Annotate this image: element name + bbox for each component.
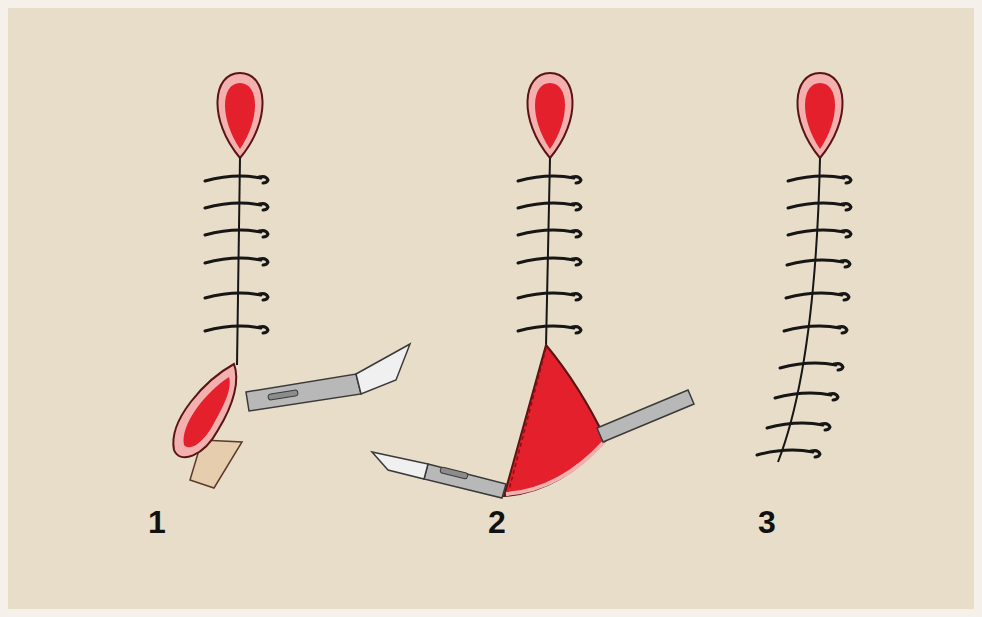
figure-three [757,73,851,462]
step-number: 1 [148,506,166,538]
figure-one [173,73,410,488]
step-number: 2 [488,506,506,538]
background [8,8,974,609]
figure-two [372,73,694,498]
step-number: 3 [758,506,776,538]
